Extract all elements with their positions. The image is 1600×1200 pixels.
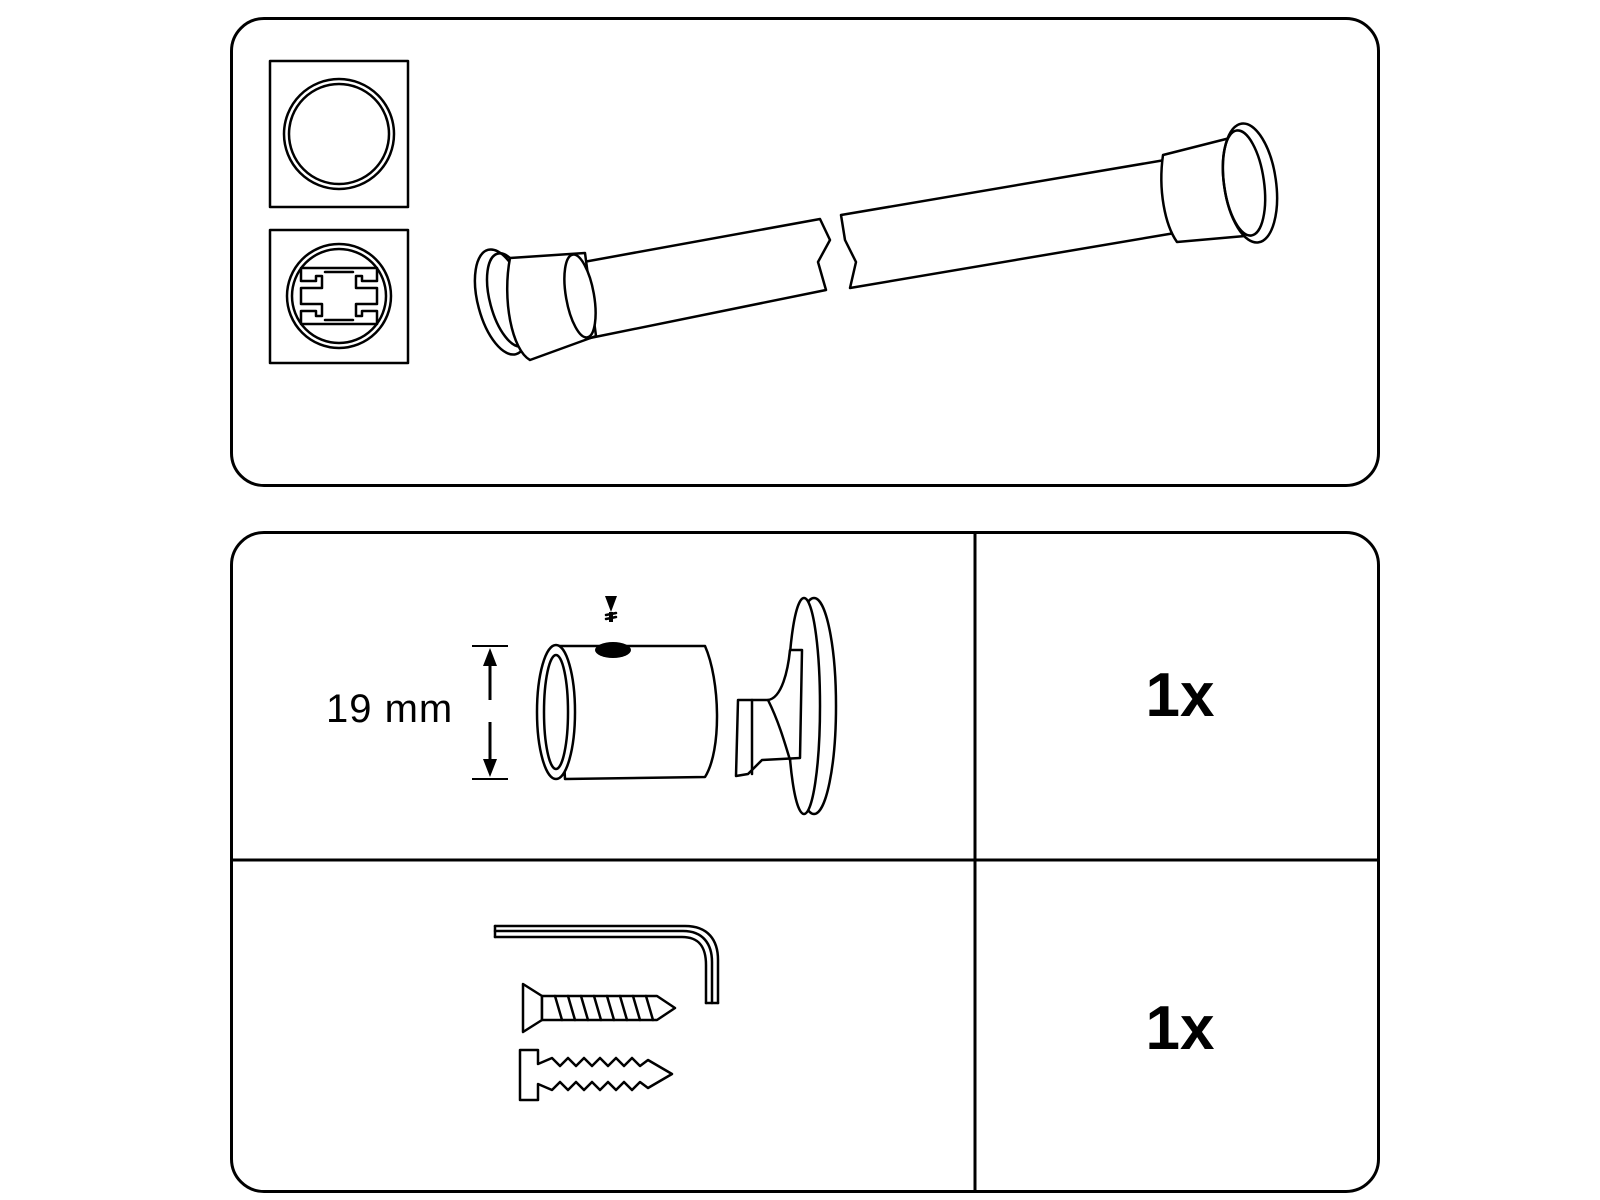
contents-grid <box>231 532 1379 1192</box>
round-profile-icon <box>268 59 410 209</box>
allen-key-icon <box>493 924 720 1005</box>
wall-bracket-icon <box>535 596 838 816</box>
wall-plug-icon <box>518 1048 674 1102</box>
hardware-quantity: 1x <box>1145 994 1215 1063</box>
rail-profile-icon <box>268 228 410 365</box>
bracket-quantity: 1x <box>1145 661 1215 730</box>
curtain-rod-icon <box>473 122 1279 362</box>
screw-icon <box>521 982 677 1034</box>
dimension-arrow <box>472 645 508 780</box>
diameter-label: 19 mm <box>326 687 454 731</box>
